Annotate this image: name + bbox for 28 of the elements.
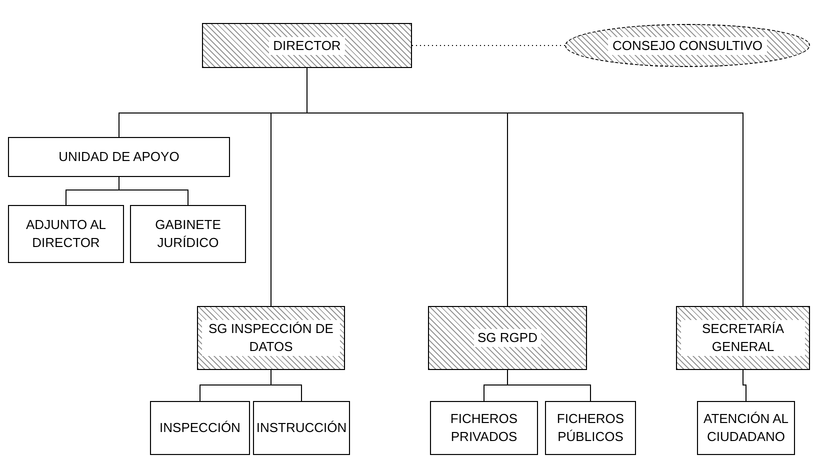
org-unit-box xyxy=(8,205,124,263)
connector-line xyxy=(507,370,591,402)
org-unit-box xyxy=(197,306,345,370)
unit-name: FICHEROS PÚBLICOS xyxy=(556,410,626,446)
unit-name: SECRETARÍA GENERAL xyxy=(681,320,805,356)
org-unit-box xyxy=(202,23,412,68)
unit-name: SG RGPD xyxy=(474,329,542,347)
org-unit-box xyxy=(253,401,350,455)
org-unit-box xyxy=(8,137,230,177)
org-unit-box xyxy=(545,401,636,455)
unit-name: CONSEJO CONSULTIVO xyxy=(608,36,766,54)
unit-name: ADJUNTO AL DIRECTOR xyxy=(25,216,107,252)
unit-name: ATENCIÓN AL CIUDADANO xyxy=(702,410,790,446)
unit-name: SG INSPECCIÓN DE DATOS xyxy=(202,320,340,356)
org-unit-box xyxy=(676,306,810,370)
unit-name: FICHEROS PRIVADOS xyxy=(449,410,519,446)
unit-name: INSTRUCCIÓN xyxy=(256,419,347,437)
connector-line xyxy=(270,370,302,402)
unit-name: UNIDAD DE APOYO xyxy=(58,148,180,166)
org-unit-box xyxy=(150,401,250,455)
org-unit-box xyxy=(428,306,587,370)
unit-name: INSPECCIÓN xyxy=(160,419,240,437)
org-unit-box xyxy=(430,401,538,455)
unit-name: DIRECTOR xyxy=(269,36,345,54)
connector-line xyxy=(742,370,746,402)
org-unit-box xyxy=(130,205,246,263)
org-unit-box xyxy=(697,401,795,455)
unit-name: GABINETE JURÍDICO xyxy=(154,216,222,252)
